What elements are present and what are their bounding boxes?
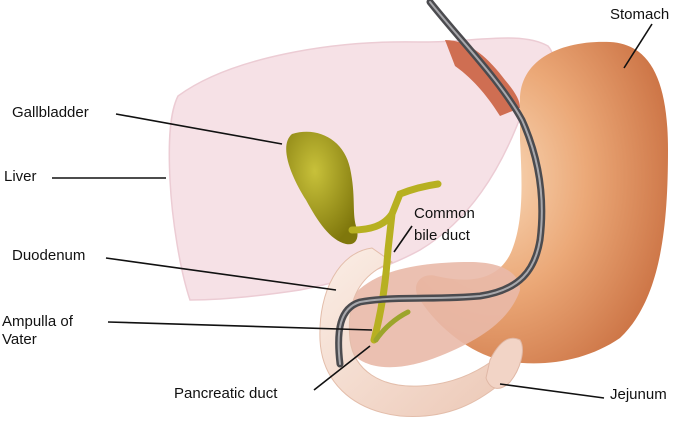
liver-label: Liver [4,168,37,186]
ampulla-label-line1: Ampulla of [2,313,73,331]
jejunum-label: Jejunum [610,386,667,404]
stomach-label: Stomach [610,6,669,24]
common-bile-duct-label-line2: bile duct [414,227,470,245]
gallbladder-label: Gallbladder [12,104,89,122]
duodenum-label: Duodenum [12,247,85,265]
common-bile-duct-label-line1: Common [414,205,475,223]
ampulla-label-line2: Vater [2,331,37,349]
jejunum-leader-line [500,384,604,398]
pancreatic-duct-label: Pancreatic duct [174,385,277,403]
